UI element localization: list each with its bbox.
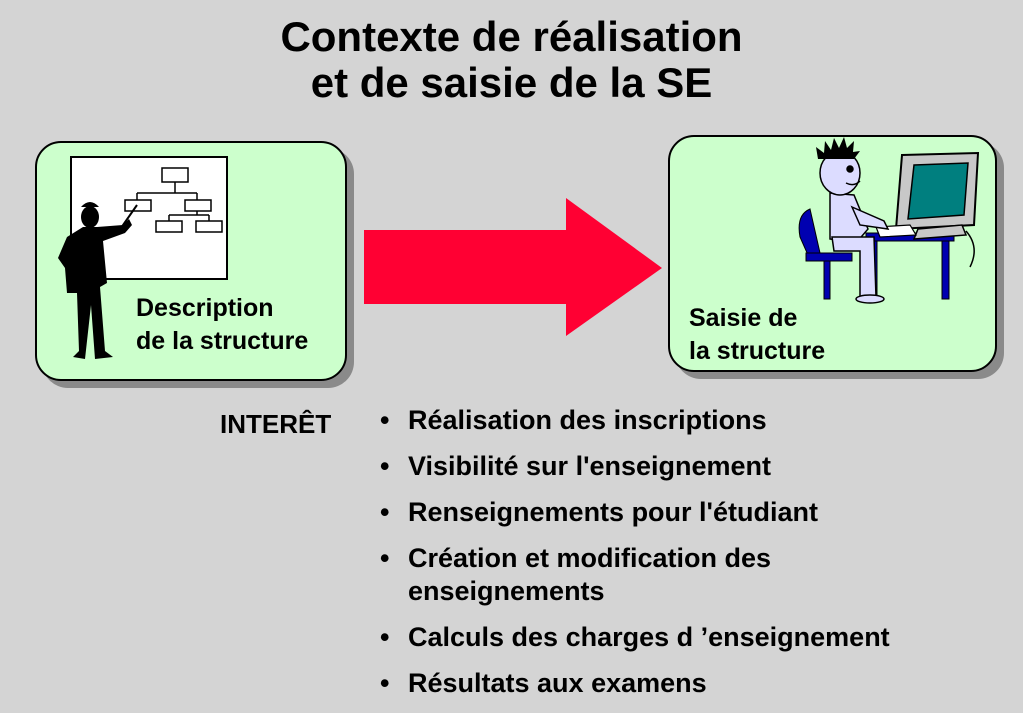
description-label-line-2: de la structure xyxy=(136,327,309,355)
desk-icon xyxy=(865,232,955,300)
saisie-box: Saisie de la structure xyxy=(668,135,997,372)
list-item-text: Calculs des charges d ’enseignement xyxy=(408,622,890,652)
list-item: Renseignements pour l'étudiant xyxy=(378,496,890,529)
list-item-text: Résultats aux examens xyxy=(408,668,707,698)
description-label: Description de la structure xyxy=(136,292,308,358)
list-item-text: Visibilité sur l'enseignement xyxy=(408,451,772,481)
title-line-1: Contexte de réalisation xyxy=(280,13,743,60)
interet-list: Réalisation des inscriptions Visibilité … xyxy=(378,404,890,713)
presenter-at-whiteboard-icon xyxy=(58,156,228,359)
description-box: Description de la structure xyxy=(35,141,347,381)
hair-icon xyxy=(816,137,860,159)
saisie-label: Saisie de la structure xyxy=(689,302,825,368)
saisie-label-line-2: la structure xyxy=(689,337,826,365)
list-item-text: Renseignements pour l'étudiant xyxy=(408,497,818,527)
right-arrow-icon xyxy=(364,198,662,336)
list-item: Visibilité sur l'enseignement xyxy=(378,450,890,483)
slide-title: Contexte de réalisation et de saisie de … xyxy=(0,14,1023,106)
list-item: Résultats aux examens xyxy=(378,667,890,700)
list-item-text-continued: enseignements xyxy=(408,576,605,606)
interet-heading: INTERÊT xyxy=(220,409,332,439)
list-item-text: Création et modification des xyxy=(408,543,772,573)
list-item: Création et modification des enseignemen… xyxy=(378,542,890,608)
person-at-computer-icon xyxy=(798,137,980,304)
person-icon xyxy=(819,150,890,304)
list-item: Calculs des charges d ’enseignement xyxy=(378,621,890,654)
chair-icon xyxy=(798,208,853,300)
title-line-2: et de saisie de la SE xyxy=(310,59,713,106)
saisie-label-line-1: Saisie de xyxy=(689,304,798,332)
description-label-line-1: Description xyxy=(136,294,274,322)
org-chart-icon xyxy=(124,167,223,233)
list-item-text: Réalisation des inscriptions xyxy=(408,405,767,435)
monitor-icon xyxy=(894,151,980,268)
list-item: Réalisation des inscriptions xyxy=(378,404,890,437)
